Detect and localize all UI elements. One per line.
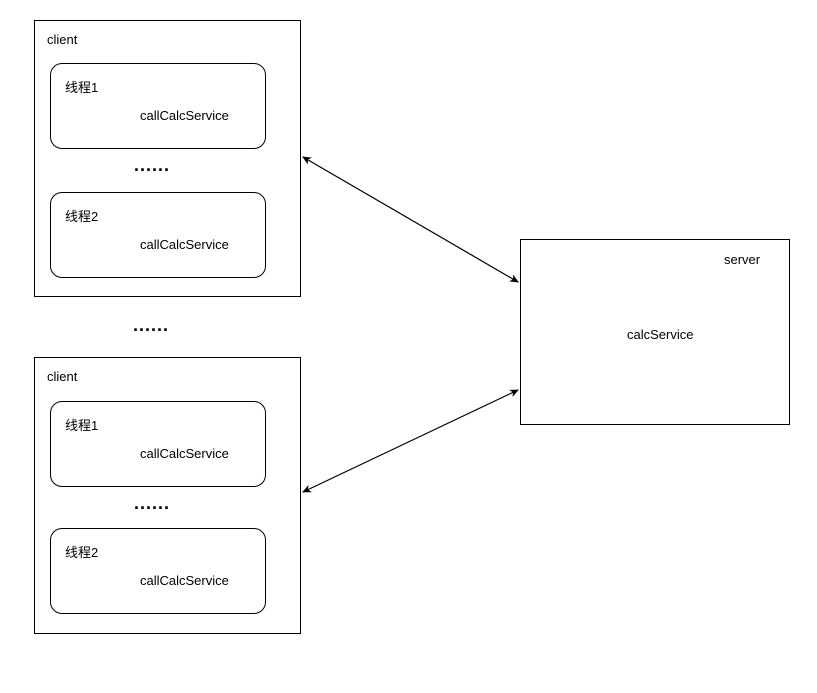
arrow-client2-server bbox=[302, 389, 519, 493]
clients-ellipsis: ...... bbox=[133, 315, 170, 335]
thread-call: callCalcService bbox=[140, 446, 229, 461]
client-box-2: client 线程1 callCalcService ...... 线程2 ca… bbox=[34, 357, 301, 634]
thread-box: 线程2 callCalcService bbox=[50, 192, 266, 278]
client-title: client bbox=[47, 32, 78, 47]
thread-name: 线程2 bbox=[65, 209, 99, 224]
thread-ellipsis: ...... bbox=[134, 493, 171, 513]
thread-box: 线程1 callCalcService bbox=[50, 401, 266, 487]
thread-call: callCalcService bbox=[140, 237, 229, 252]
thread-box: 线程1 callCalcService bbox=[50, 63, 266, 149]
server-box: server calcService bbox=[520, 239, 790, 425]
thread-name: 线程1 bbox=[65, 80, 99, 95]
server-title: server bbox=[724, 252, 761, 267]
thread-name: 线程1 bbox=[65, 418, 99, 433]
thread-ellipsis: ...... bbox=[134, 155, 171, 175]
client-box-1: client 线程1 callCalcService ...... 线程2 ca… bbox=[34, 20, 301, 297]
thread-call: callCalcService bbox=[140, 108, 229, 123]
thread-call: callCalcService bbox=[140, 573, 229, 588]
server-service: calcService bbox=[627, 327, 694, 342]
thread-name: 线程2 bbox=[65, 545, 99, 560]
thread-box: 线程2 callCalcService bbox=[50, 528, 266, 614]
arrow-client1-server bbox=[302, 156, 519, 283]
client-title: client bbox=[47, 369, 78, 384]
